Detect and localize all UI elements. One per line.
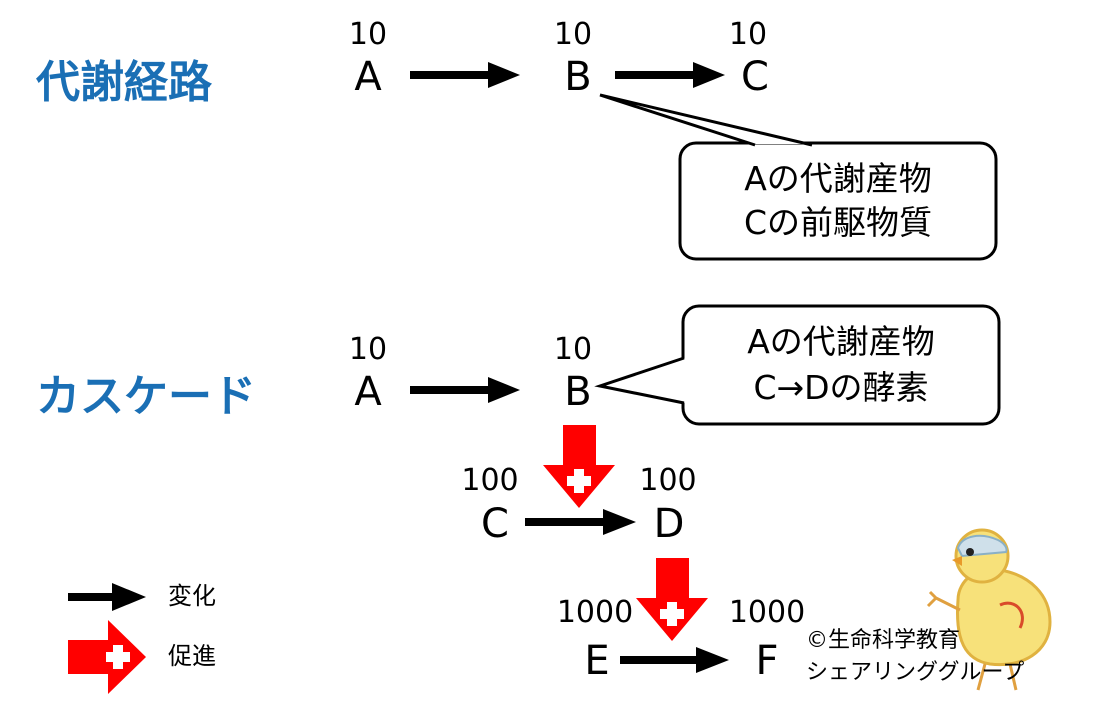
arrow-a-to-b-cascade	[410, 377, 520, 403]
legend-conversion-arrow-icon	[68, 583, 146, 611]
metabolic-c-amount: 10	[728, 17, 768, 52]
promote-arrow-b-to-cd	[543, 425, 615, 508]
legend-promotion-arrow-icon	[68, 620, 146, 694]
cascade-node-f: F	[755, 638, 779, 684]
cascade-d-amount: 100	[639, 463, 697, 498]
metabolic-node-b: B	[564, 54, 592, 100]
metabolic-node-c: C	[741, 54, 769, 100]
callout-metabolic-line-1: Aの代謝産物	[744, 159, 932, 198]
cascade-node-c: C	[481, 501, 509, 547]
cascade-node-b: B	[564, 369, 592, 415]
metabolic-node-a: A	[354, 54, 382, 100]
cascade-a-amount: 10	[348, 332, 388, 367]
callout-cascade-b	[594, 304, 1001, 426]
metabolic-b-amount: 10	[553, 17, 593, 52]
cascade-heading: カスケード	[36, 371, 256, 422]
cascade-c-amount: 100	[461, 463, 519, 498]
metabolic-pathway-heading: 代謝経路	[36, 57, 212, 108]
cascade-node-a: A	[354, 369, 382, 415]
legend-promotion-label: 促進	[168, 642, 216, 670]
credit-line-2: シェアリンググループ	[806, 660, 1025, 685]
arrow-b-to-c-metabolic	[615, 62, 725, 88]
callout-cascade-line-1: Aの代謝産物	[747, 322, 935, 361]
cascade-node-d: D	[653, 501, 685, 547]
promote-arrow-d-to-ef	[636, 558, 708, 641]
legend-conversion-label: 変化	[168, 582, 216, 610]
arrow-a-to-b-metabolic	[410, 62, 520, 88]
callout-cascade-line-2: C→Dの酵素	[753, 368, 929, 407]
callout-metabolic-line-2: Cの前駆物質	[743, 203, 933, 242]
arrow-e-to-f	[620, 647, 729, 673]
cascade-f-amount: 1000	[728, 595, 806, 630]
credit-line-1: ©生命科学教育	[806, 628, 961, 653]
chick-illustration-icon	[926, 528, 1052, 691]
cascade-e-amount: 1000	[556, 595, 634, 630]
cascade-b-amount: 10	[553, 332, 593, 367]
arrow-c-to-d	[525, 509, 636, 535]
metabolic-a-amount: 10	[348, 17, 388, 52]
cascade-node-e: E	[584, 638, 610, 684]
callout-metabolic-b	[599, 93, 998, 261]
